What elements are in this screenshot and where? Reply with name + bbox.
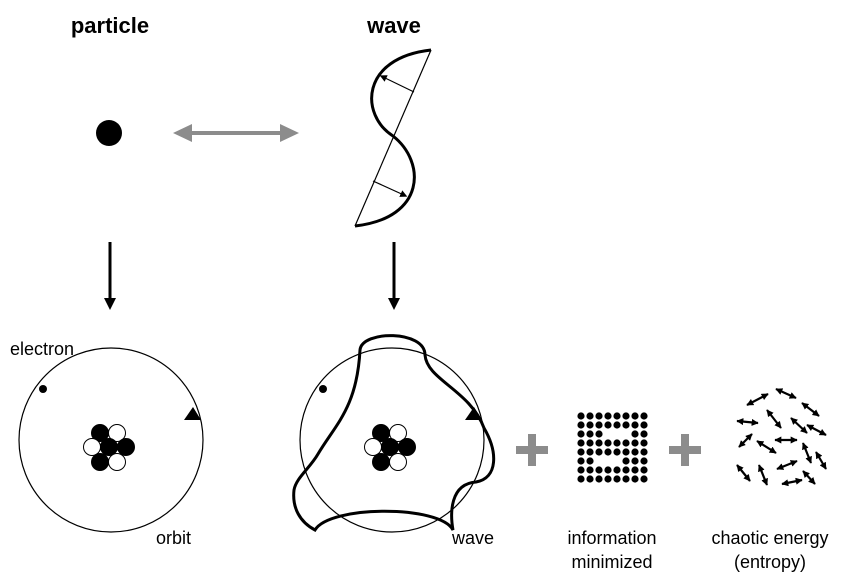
info-dot xyxy=(577,412,585,420)
info-dot xyxy=(586,430,594,438)
particle-atom xyxy=(18,347,204,533)
info-dot xyxy=(622,448,630,456)
information-dot-grid xyxy=(577,412,648,483)
info-dot xyxy=(640,466,648,474)
info-dot xyxy=(613,448,621,456)
info-dot xyxy=(595,412,603,420)
info-dot xyxy=(640,475,648,483)
information-label-line1: information xyxy=(567,528,656,548)
info-dot xyxy=(640,421,648,429)
chaotic-label-line1: chaotic energy xyxy=(711,528,828,548)
wave-label: wave xyxy=(451,528,494,548)
info-dot xyxy=(622,439,630,447)
info-dot xyxy=(595,430,603,438)
electron-label: electron xyxy=(10,339,74,359)
info-dot xyxy=(631,430,639,438)
info-dot xyxy=(631,457,639,465)
info-dot xyxy=(595,421,603,429)
info-dot xyxy=(622,412,630,420)
duality-double-arrow xyxy=(173,124,299,142)
nucleus xyxy=(83,424,135,471)
info-dot xyxy=(631,421,639,429)
info-dot xyxy=(586,457,594,465)
info-dot xyxy=(604,448,612,456)
info-dot xyxy=(586,466,594,474)
electron-dot xyxy=(39,385,47,393)
particle-title: particle xyxy=(71,13,149,38)
info-dot xyxy=(577,439,585,447)
wave-electron-dot xyxy=(319,385,327,393)
info-dot xyxy=(577,448,585,456)
info-dot xyxy=(640,430,648,438)
info-dot xyxy=(577,421,585,429)
info-dot xyxy=(640,448,648,456)
info-dot xyxy=(631,475,639,483)
orbit-label: orbit xyxy=(156,528,191,548)
info-dot xyxy=(613,421,621,429)
info-dot xyxy=(595,466,603,474)
info-dot xyxy=(577,457,585,465)
info-dot xyxy=(595,439,603,447)
particle-dot xyxy=(96,120,122,146)
info-dot xyxy=(604,466,612,474)
orbit-direction-arrow xyxy=(184,407,201,420)
info-dot xyxy=(631,439,639,447)
info-dot xyxy=(613,412,621,420)
info-dot xyxy=(631,448,639,456)
info-dot xyxy=(640,439,648,447)
info-dot xyxy=(622,421,630,429)
wave-orbit-path xyxy=(292,334,496,532)
info-dot xyxy=(604,421,612,429)
wave-title: wave xyxy=(366,13,421,38)
info-dot xyxy=(622,475,630,483)
info-dot xyxy=(604,475,612,483)
wave-atom xyxy=(292,334,496,533)
info-dot xyxy=(577,475,585,483)
info-dot xyxy=(595,475,603,483)
chaotic-label-line2: (entropy) xyxy=(734,552,806,572)
info-dot xyxy=(586,448,594,456)
info-dot xyxy=(631,466,639,474)
info-dot xyxy=(640,457,648,465)
wave-nucleus xyxy=(364,424,416,471)
info-dot xyxy=(640,412,648,420)
information-label-line2: minimized xyxy=(571,552,652,572)
wave-illustration xyxy=(354,48,432,228)
info-dot xyxy=(631,412,639,420)
chaotic-energy-arrows xyxy=(736,387,827,487)
info-dot xyxy=(622,466,630,474)
wave-orbit-circle xyxy=(299,347,485,533)
info-dot xyxy=(613,475,621,483)
info-dot xyxy=(613,466,621,474)
info-dot xyxy=(586,475,594,483)
info-dot xyxy=(586,412,594,420)
info-dot xyxy=(622,457,630,465)
info-dot xyxy=(604,439,612,447)
info-dot xyxy=(586,421,594,429)
plus-sign-2 xyxy=(669,434,701,466)
info-dot xyxy=(577,466,585,474)
wave-orbit-direction-arrow xyxy=(465,407,482,420)
info-dot xyxy=(604,412,612,420)
info-dot xyxy=(595,448,603,456)
orbit-circle xyxy=(18,347,204,533)
info-dot xyxy=(577,430,585,438)
info-dot xyxy=(613,439,621,447)
info-dot xyxy=(586,439,594,447)
plus-sign-1 xyxy=(516,434,548,466)
